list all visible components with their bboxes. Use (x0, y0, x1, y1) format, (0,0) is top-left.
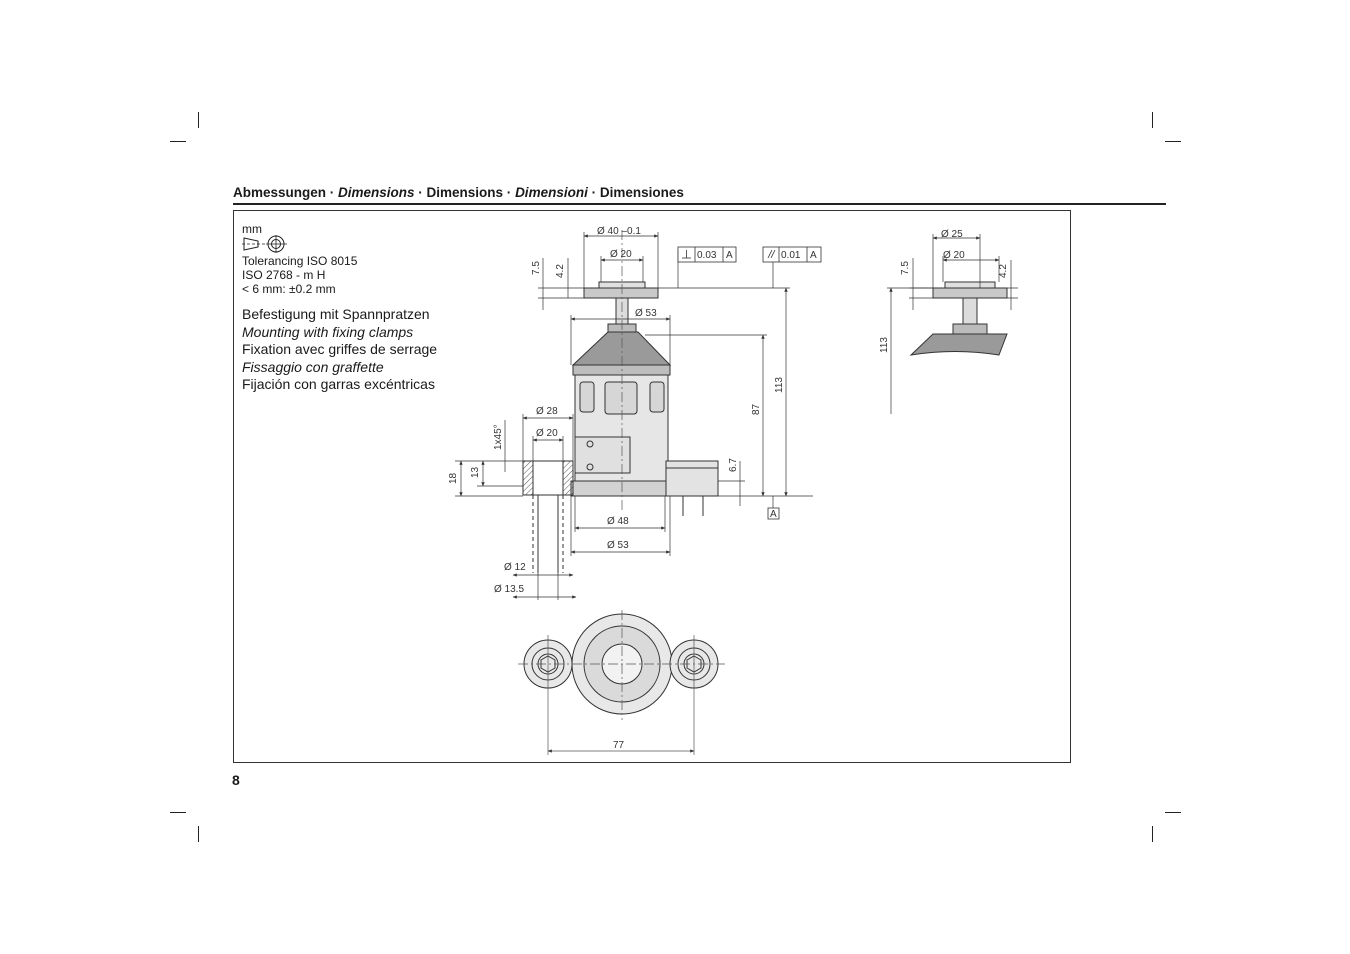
crop-mark (1165, 141, 1181, 142)
perpendicularity-frame (677, 246, 737, 263)
dim-label: 87 (751, 403, 762, 415)
mounting-line-es: Fijación con garras excéntricas (242, 376, 435, 392)
dim-label: 113 (774, 377, 785, 393)
unit-label: mm (242, 222, 262, 236)
dim-label: 0.01 (781, 250, 801, 261)
detail-flange (932, 287, 1008, 299)
dim-label: 18 (448, 472, 459, 484)
dim-label: 0.03 (697, 250, 717, 261)
body-window (604, 381, 638, 415)
title-rule (233, 203, 1166, 205)
dim-label: 7.5 (531, 261, 542, 275)
crop-mark (198, 112, 199, 128)
title-part: Dimensions (338, 185, 415, 200)
crop-mark (1152, 826, 1153, 842)
fixing-clamp (665, 460, 719, 497)
dim-label: Ø 28 (536, 406, 558, 417)
body-window (649, 381, 665, 413)
mounting-line-en: Mounting with fixing clamps (242, 323, 414, 340)
probe-base (570, 480, 673, 497)
dim-label: 1x45° (493, 424, 504, 450)
drawing-frame (233, 210, 1071, 763)
top-flange (583, 287, 659, 299)
crop-mark (170, 812, 186, 813)
dim-label: Ø 20 (536, 428, 558, 439)
dim-label: A (770, 509, 777, 520)
dim-label: A (726, 250, 733, 261)
dim-label: 6.7 (728, 458, 739, 472)
dim-label: 7.5 (900, 261, 911, 275)
datum-box (767, 507, 780, 520)
screw (586, 463, 594, 471)
page-title: Abmessungen · Dimensions · Dimensions · … (233, 185, 684, 200)
parallelism-frame (762, 246, 822, 263)
dim-label: Ø 12 (504, 562, 526, 573)
crop-mark (1165, 812, 1181, 813)
title-part: Abmessungen · (233, 185, 339, 200)
cable-outlet (574, 436, 631, 474)
tolerancing-line: Tolerancing ISO 8015 (242, 254, 358, 268)
cone-collar (572, 364, 671, 376)
mounting-line-de: Befestigung mit Spannpratzen (242, 306, 430, 322)
body-window (579, 381, 595, 413)
projection-symbol-icon (242, 235, 287, 253)
page-number: 8 (232, 772, 240, 788)
dim-label: Ø 40 –0.1 (597, 226, 641, 237)
dim-label: Ø 53 (607, 540, 629, 551)
legend: mm Tolerancing ISO 8015 ISO 2768 - m H <… (242, 222, 437, 394)
mounting-line-fr: Fixation avec griffes de serrage (242, 341, 438, 357)
dim-label: Ø 20 (943, 250, 965, 261)
title-part: · Dimensiones (587, 185, 684, 200)
technical-drawing: Ø 40 –0.1 Ø 20 0.03 A 0.01 A Ø 53 7.5 4.… (448, 226, 1018, 755)
detail-cone (909, 333, 1008, 356)
probe-cone (571, 331, 672, 366)
dim-label: 4.2 (998, 264, 1009, 278)
dim-label: 77 (613, 740, 625, 751)
dim-label: Ø 25 (941, 229, 963, 240)
crop-mark (170, 141, 186, 142)
tolerancing-line: < 6 mm: ±0.2 mm (242, 282, 336, 296)
dim-label: 113 (879, 337, 890, 353)
crop-mark (1152, 112, 1153, 128)
dim-label: A (810, 250, 817, 261)
title-part: Dimensioni (515, 185, 588, 200)
tolerancing-line: ISO 2768 - m H (242, 268, 326, 282)
crop-mark (198, 826, 199, 842)
mounting-notes: Befestigung mit Spannpratzen Mounting wi… (242, 306, 437, 394)
dim-label: Ø 20 (610, 249, 632, 260)
dim-label: Ø 53 (635, 308, 657, 319)
dim-label: Ø 48 (607, 516, 629, 527)
dim-label: 4.2 (555, 264, 566, 278)
tolerancing-notes: Tolerancing ISO 8015 ISO 2768 - m H < 6 … (242, 254, 437, 296)
dim-label: 13 (470, 466, 481, 478)
screw (586, 440, 594, 448)
dim-label: Ø 13.5 (494, 584, 524, 595)
title-part: · Dimensions · (414, 185, 516, 200)
mounting-line-it: Fissaggio con graffette (242, 358, 384, 375)
